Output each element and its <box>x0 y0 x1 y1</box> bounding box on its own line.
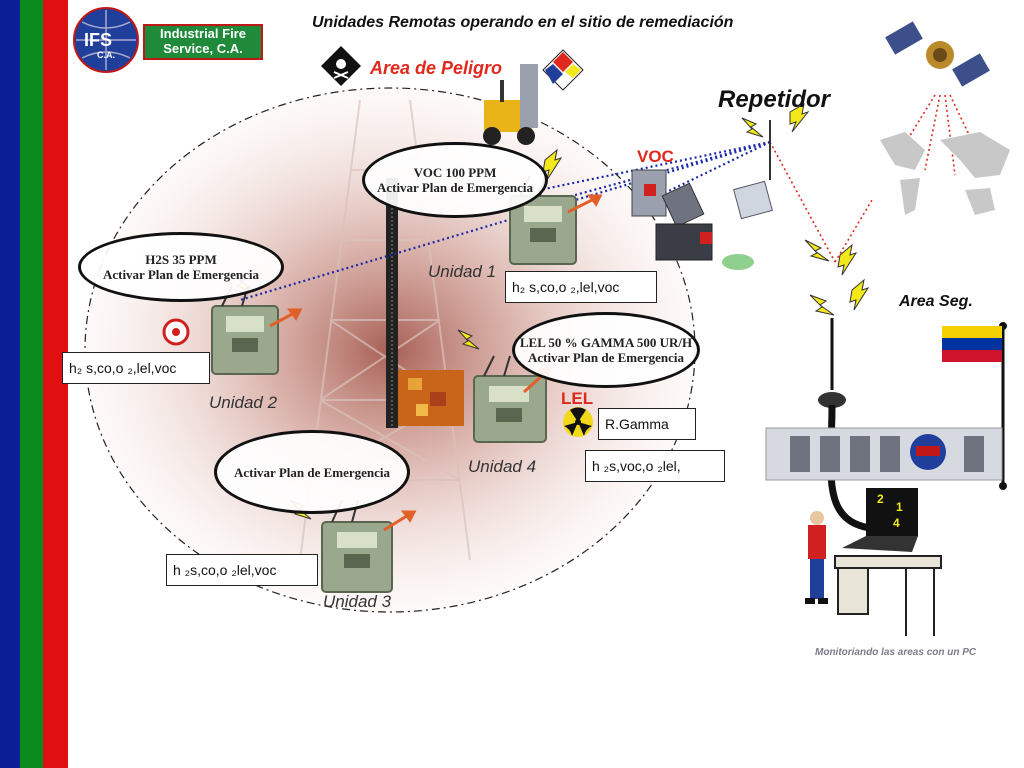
laptop-icon <box>842 488 918 552</box>
unit-1-label: Unidad 1 <box>428 262 497 281</box>
unit-2-alert-bubble: H2S 35 PPM Activar Plan de Emergencia <box>78 232 284 302</box>
unit-4-alert: LEL 50 % GAMMA 500 UR/H <box>519 335 693 350</box>
nfpa-diamond-icon <box>542 49 584 91</box>
safe-area-label: Area Seg. <box>899 293 973 310</box>
unit-1-alert-bubble: VOC 100 PPM Activar Plan de Emergencia <box>362 142 548 218</box>
world-map-icon <box>880 132 1010 215</box>
worker-icon <box>805 511 828 604</box>
unit-4-action: Activar Plan de Emergencia <box>527 350 685 365</box>
radiation-icon <box>563 407 593 437</box>
unit-3-gases: h ₂s,co,o ₂lel,voc <box>166 554 318 586</box>
laptop-number-3: 4 <box>893 516 900 530</box>
device-unit-4 <box>473 355 547 443</box>
satellite-icon <box>885 21 990 87</box>
gamma-box: R.Gamma <box>598 408 696 440</box>
repeater-box <box>733 180 773 220</box>
pipe-column <box>386 178 398 428</box>
cable <box>827 404 871 532</box>
logo-mark: IFS <box>84 30 113 50</box>
ifs-logo-icon <box>73 7 139 73</box>
lel-label: LEL <box>561 389 594 408</box>
stripe-green <box>20 0 43 768</box>
desk-icon <box>834 555 942 636</box>
unit-3-label: Unidad 3 <box>323 592 392 611</box>
stripe-blue <box>0 0 20 768</box>
unit-2-gases: h₂ s,co,o ₂,lel,voc <box>62 352 210 384</box>
logo-sub: C.A. <box>97 50 115 60</box>
unit-4-label: Unidad 4 <box>468 457 537 476</box>
safe-area-building <box>765 427 1003 481</box>
footer-caption: Monitoriando las areas con un PC <box>815 647 977 658</box>
barrel-icon <box>631 169 754 270</box>
unit-1-action: Activar Plan de Emergencia <box>376 180 534 195</box>
page-title: Unidades Remotas operando en el sitio de… <box>312 14 734 31</box>
unit-2-alert: H2S 35 PPM <box>145 252 217 267</box>
repeater-label: Repetidor <box>718 86 831 113</box>
unit-1-gases: h₂ s,co,o ₂,lel,voc <box>505 271 657 303</box>
flag-icon <box>942 326 1002 362</box>
unit-1-alert: VOC 100 PPM <box>413 165 497 180</box>
logo-line2: Service, C.A. <box>163 41 243 56</box>
unit-2-action: Activar Plan de Emergencia <box>102 267 260 282</box>
unit-4-alert-bubble: LEL 50 % GAMMA 500 UR/H Activar Plan de … <box>512 312 700 388</box>
unit-3-action: Activar Plan de Emergencia <box>233 464 391 480</box>
laptop-number-2: 1 <box>896 500 903 514</box>
satellite-links <box>769 94 986 263</box>
stripe-red <box>43 0 68 768</box>
biohazard-icon <box>162 318 190 346</box>
voc-label: VOC <box>637 147 674 166</box>
laptop-number-1: 2 <box>877 492 884 506</box>
company-logo[interactable]: Industrial Fire Service, C.A. <box>143 24 263 60</box>
unit-3-alert-bubble: Activar Plan de Emergencia <box>214 430 410 514</box>
unit-2-label: Unidad 2 <box>209 393 278 412</box>
unit-4-gases: h ₂s,voc,o ₂lel, <box>585 450 725 482</box>
forklift-icon <box>483 64 538 145</box>
danger-area-label: Area de Peligro <box>370 58 503 78</box>
logo-line1: Industrial Fire <box>160 26 246 41</box>
device-unit-3 <box>321 499 393 593</box>
skull-diamond-icon <box>321 46 361 86</box>
